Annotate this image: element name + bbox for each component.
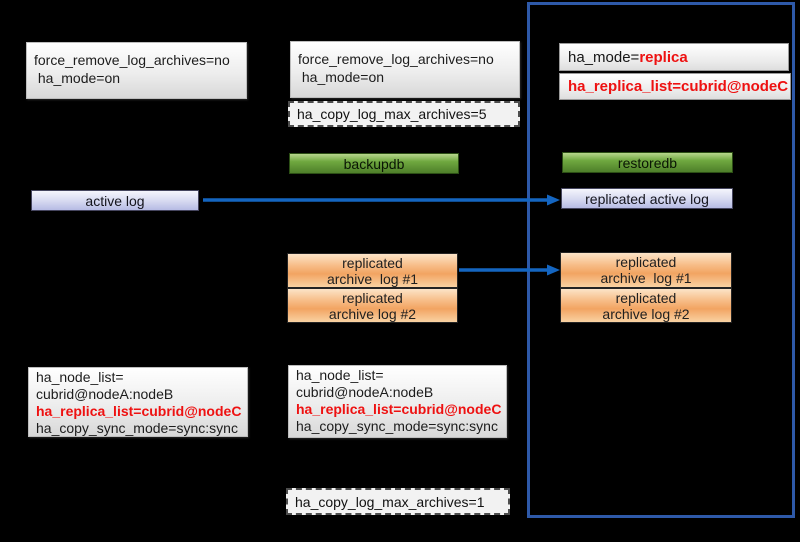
master-config-top-box: force_remove_log_archives=no ha_mode=on (26, 42, 247, 99)
config-line: ha_mode=on (34, 70, 121, 86)
ha-mode-box: ha_mode=replica (559, 43, 789, 71)
active-log-box: active log (31, 190, 199, 211)
replicated-archive-log-1-box: replicated archive log #1 (560, 252, 732, 288)
config-line: ha_node_list= (296, 367, 384, 383)
restoredb-label: restoredb (617, 154, 678, 171)
archive-log-line: replicated (342, 254, 403, 271)
config-line: ha_node_list= (36, 369, 124, 385)
config-line: ha_copy_sync_mode=sync:sync (296, 418, 498, 434)
master-ha-config-box: ha_node_list= cubrid@nodeA:nodeB ha_repl… (28, 367, 248, 437)
backupdb-label: backupdb (343, 155, 405, 172)
config-line: force_remove_log_archives=no (34, 52, 230, 68)
copy-log-max-1-label: ha_copy_log_max_archives=1 (295, 493, 485, 510)
ha-mode-value: replica (639, 48, 688, 66)
config-line: ha_copy_sync_mode=sync:sync (36, 420, 238, 436)
backupdb-box: backupdb (289, 153, 459, 174)
archive-log-line: archive log #2 (602, 305, 690, 322)
config-line-replica-list: ha_replica_list=cubrid@nodeC (296, 401, 502, 417)
ha-replica-list-value: ha_replica_list=cubrid@nodeC (568, 78, 789, 95)
replicated-active-log-box: replicated active log (561, 188, 733, 209)
ha-mode-prefix: ha_mode= (568, 48, 640, 66)
archive-log-line: archive log #1 (326, 270, 419, 287)
archive-log-line: archive log #1 (600, 270, 692, 286)
replicated-active-log-label: replicated active log (585, 190, 709, 207)
archive-log-line: replicated (342, 289, 403, 306)
archive-log-line: archive log #2 (328, 305, 417, 322)
copy-log-max-1-box: ha_copy_log_max_archives=1 (286, 488, 510, 515)
copy-log-max-5-label: ha_copy_log_max_archives=5 (297, 106, 487, 122)
archive-log-line: replicated (615, 254, 677, 270)
active-log-label: active log (85, 192, 145, 209)
restoredb-box: restoredb (562, 152, 733, 173)
copy-log-max-5-box: ha_copy_log_max_archives=5 (288, 101, 520, 127)
config-line: cubrid@nodeA:nodeB (36, 386, 174, 402)
slave-ha-config-box: ha_node_list= cubrid@nodeA:nodeB ha_repl… (288, 365, 507, 438)
archive-log-1-box: replicated archive log #1 (287, 253, 458, 288)
replica-node-frame (527, 2, 795, 518)
replicated-archive-log-2-box: replicated archive log #2 (560, 288, 732, 323)
archive-log-2-box: replicated archive log #2 (287, 288, 458, 323)
ha-replica-list-box: ha_replica_list=cubrid@nodeC (559, 73, 791, 100)
config-line: force_remove_log_archives=no (298, 51, 494, 67)
config-line: cubrid@nodeA:nodeB (296, 384, 434, 400)
archive-log-line: replicated (615, 289, 677, 306)
config-line: ha_mode=on (298, 69, 385, 85)
config-line-replica-list: ha_replica_list=cubrid@nodeC (36, 403, 242, 419)
slave-config-top-box: force_remove_log_archives=no ha_mode=on (290, 41, 520, 98)
